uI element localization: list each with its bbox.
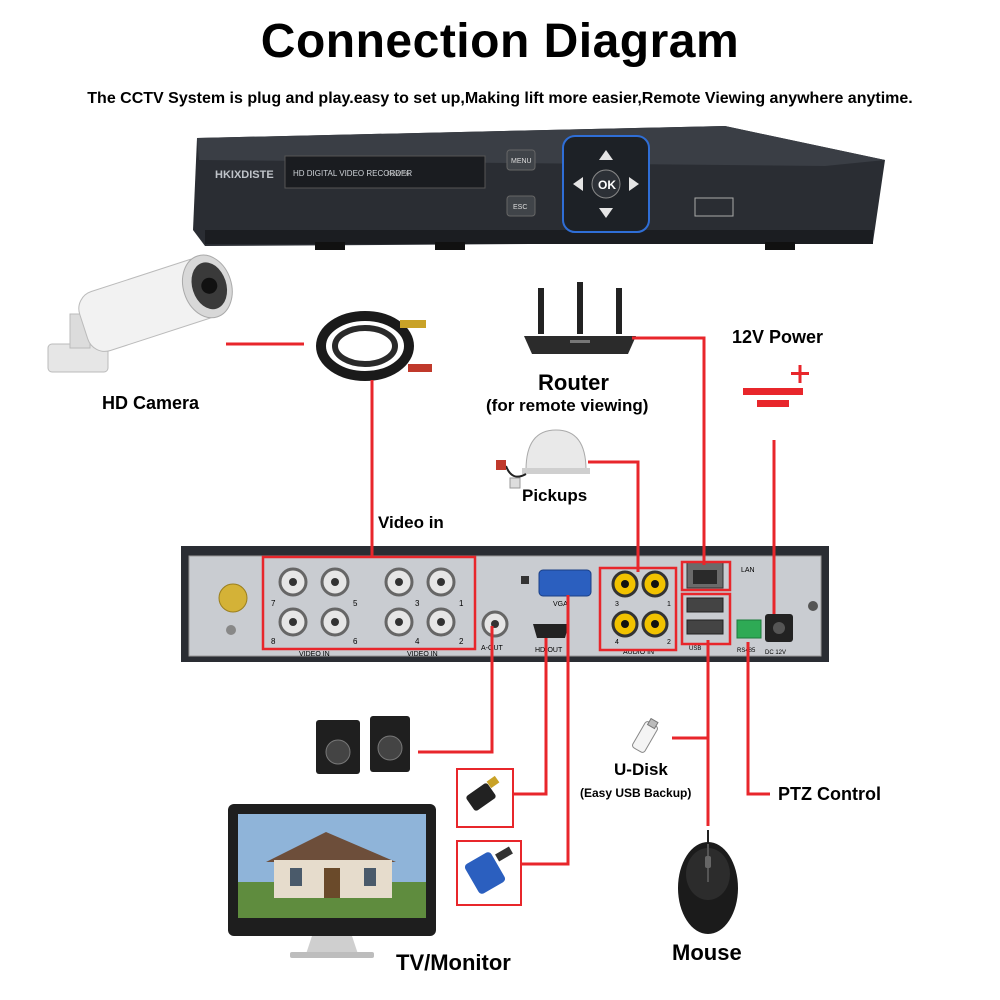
tv-monitor-image xyxy=(228,804,436,958)
lan-label: LAN xyxy=(741,567,755,574)
audio-num: 3 xyxy=(615,601,619,608)
hd-camera-image xyxy=(47,254,233,373)
bnc-num: 5 xyxy=(353,599,358,608)
audio-num: 2 xyxy=(667,639,671,646)
router-sub-label: (for remote viewing) xyxy=(486,396,649,415)
video-in-port-label: VIDEO IN xyxy=(407,651,438,658)
diagram-subtitle: The CCTV System is plug and play.easy to… xyxy=(87,90,913,107)
audio-num: 1 xyxy=(667,601,671,608)
usb-disk-image xyxy=(632,718,659,753)
audio-num: 4 xyxy=(615,639,619,646)
tv-monitor-label: TV/Monitor xyxy=(396,950,511,975)
vga-cable-box xyxy=(456,840,522,906)
audio-in-label: AUDIO IN xyxy=(623,649,654,656)
ok-button[interactable] xyxy=(591,169,621,199)
dvr-back-panel: 7 5 8 6 VIDEO IN 3 1 4 2 VIDEO IN A-OUT … xyxy=(181,546,829,662)
up-arrow-icon[interactable] xyxy=(599,150,613,160)
bnc-num: 1 xyxy=(459,599,464,608)
usb-port xyxy=(686,597,724,613)
ok-button-label: OK xyxy=(598,178,616,192)
diagram-title: Connection Diagram xyxy=(260,15,740,68)
dc-label: DC 12V xyxy=(765,650,786,656)
udisk-label: U-Disk xyxy=(614,760,668,779)
udisk-sub-label: (Easy USB Backup) xyxy=(580,786,692,800)
menu-button[interactable] xyxy=(506,149,536,171)
bnc-num: 7 xyxy=(271,599,276,608)
speakers-image xyxy=(316,716,410,774)
video-in-label: Video in xyxy=(378,513,444,532)
down-arrow-icon[interactable] xyxy=(599,208,613,218)
vga-port xyxy=(538,569,592,597)
esc-button[interactable] xyxy=(506,195,536,217)
front-usb-port xyxy=(694,197,734,217)
ptz-label: PTZ Control xyxy=(778,784,881,804)
video-in-port-label: VIDEO IN xyxy=(299,651,330,658)
mouse-label: Mouse xyxy=(672,940,742,965)
bnc-num: 4 xyxy=(415,637,420,646)
bnc-num: 6 xyxy=(353,637,358,646)
power-label: 12V Power xyxy=(732,327,824,347)
mouse-image xyxy=(678,830,738,934)
a-out-label: A-OUT xyxy=(481,645,504,652)
bnc-cable-image xyxy=(316,311,432,381)
hd-out-port xyxy=(533,624,569,638)
dvr-front-unit: HKIXDISTE HD DIGITAL VIDEO RECORDER POWE… xyxy=(193,126,885,250)
vga-port-label: VGA xyxy=(553,601,568,608)
ground-screw-icon xyxy=(218,583,248,613)
dvr-brand: HKIXDISTE xyxy=(215,169,274,181)
router-line xyxy=(632,336,706,565)
rs485-terminal xyxy=(736,619,762,639)
router-label: Router xyxy=(538,370,609,395)
bnc-num: 2 xyxy=(459,637,464,646)
dc-power-symbol-icon xyxy=(743,365,809,407)
hdmi-cable-box xyxy=(456,768,514,828)
router-image xyxy=(524,282,636,354)
usb-label: USB xyxy=(689,646,701,652)
dvr-power-text: POWER xyxy=(387,172,410,178)
bnc-num: 8 xyxy=(271,637,276,646)
dvr-display xyxy=(284,155,486,189)
menu-button-label: MENU xyxy=(511,158,532,165)
hd-camera-label: HD Camera xyxy=(102,393,200,413)
bnc-num: 3 xyxy=(415,599,420,608)
hd-out-label: HD-OUT xyxy=(535,647,563,654)
right-arrow-icon[interactable] xyxy=(629,177,639,191)
rs485-label: RS485 xyxy=(737,648,756,654)
esc-button-label: ESC xyxy=(513,204,527,211)
dvr-display-text: HD DIGITAL VIDEO RECORDER xyxy=(293,169,412,178)
left-arrow-icon[interactable] xyxy=(573,177,583,191)
pickup-microphone-image xyxy=(496,429,590,489)
usb-port xyxy=(686,619,724,635)
pickups-label: Pickups xyxy=(522,486,588,505)
